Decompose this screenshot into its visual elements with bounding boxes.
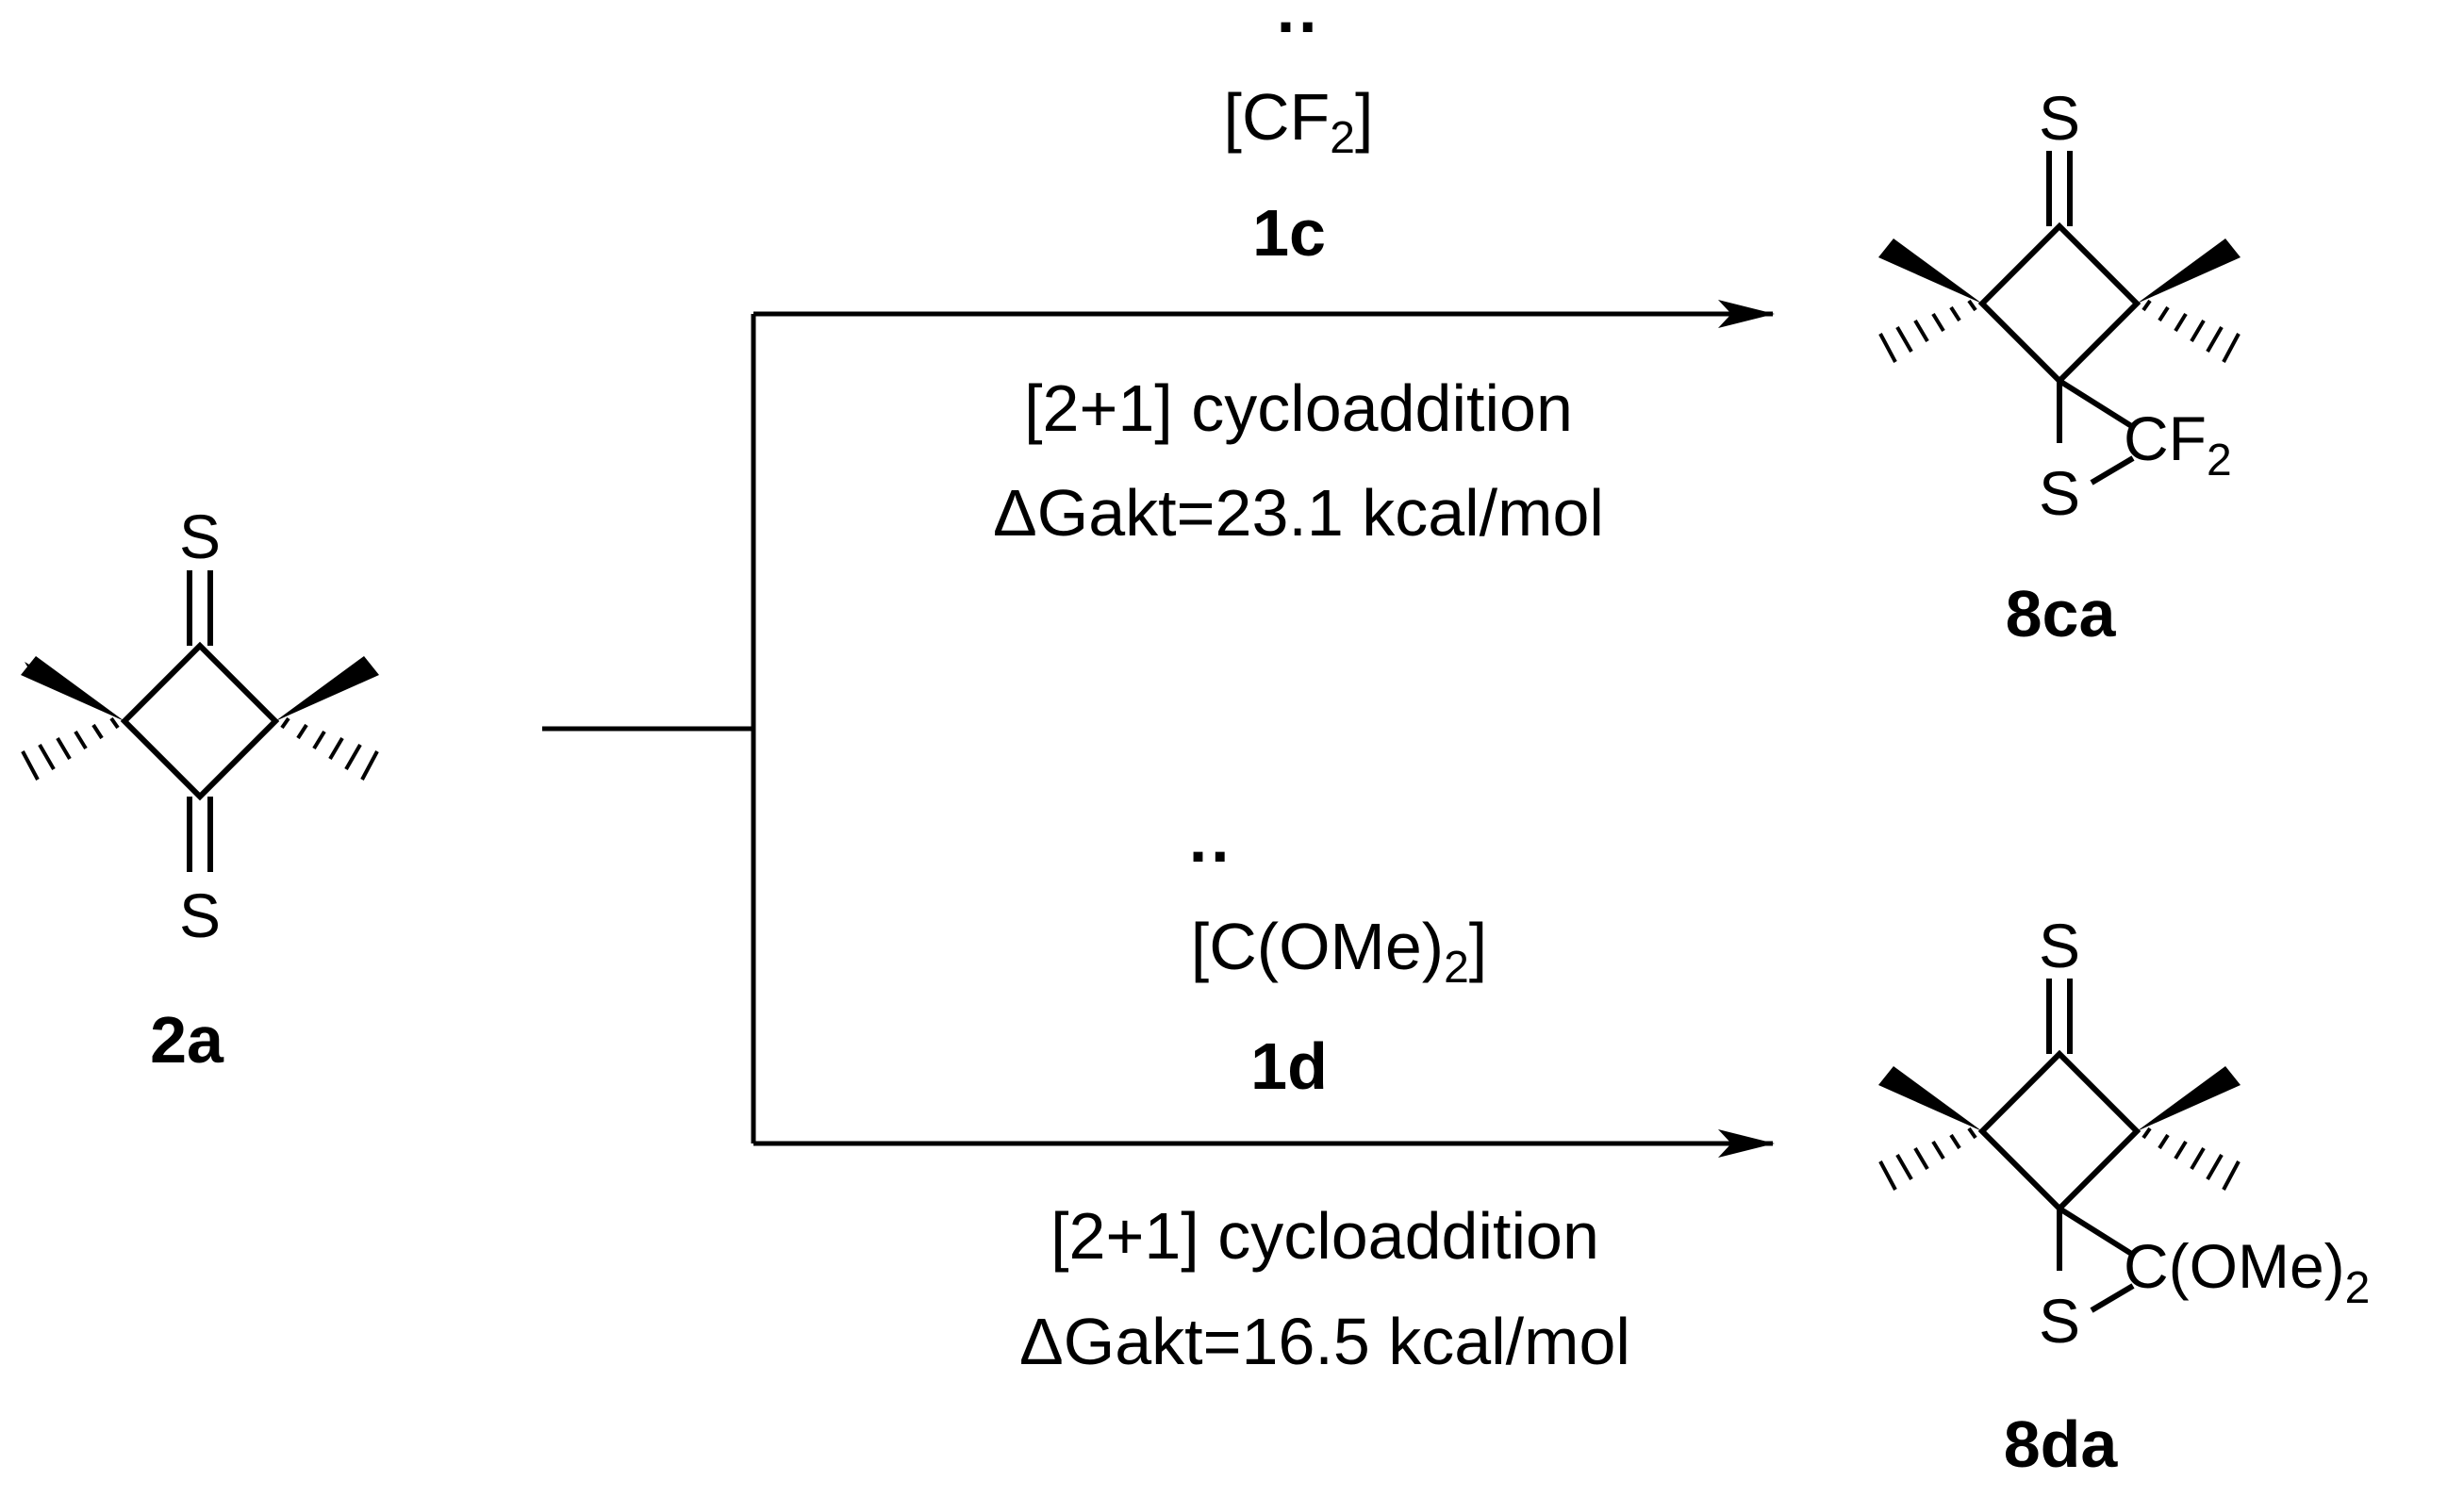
cyclobutane-ring — [120, 641, 280, 801]
reactant-s-top: S — [179, 502, 221, 571]
product-8ca-ring-s: S — [2039, 458, 2080, 528]
product-8da-hashed-right — [2142, 1127, 2241, 1191]
reactant-label: 2a — [150, 1003, 224, 1077]
wedge-methyl-left-fill — [21, 656, 124, 721]
product-8da-wedge-left — [1878, 1066, 1982, 1131]
upper-reagent-label: 1c — [1252, 196, 1326, 270]
lower-reagent-lone-pair: ·· — [1189, 819, 1233, 893]
product-8da-c-ome2: C(OMe)2 — [2124, 1231, 2370, 1313]
reactant-s-bottom: S — [179, 880, 221, 950]
hashed-methyl-left — [21, 716, 120, 781]
hashed-methyl-right — [280, 716, 379, 781]
wedge-methyl-right — [275, 656, 379, 721]
product-8ca-thione-s: S — [2039, 83, 2080, 153]
upper-reagent-formula: [CF2] — [1224, 80, 1374, 163]
lower-reagent-label: 1d — [1250, 1029, 1328, 1103]
product-8ca-ring — [1977, 222, 2142, 386]
product-8da-thione-s: S — [2039, 911, 2080, 980]
product-8ca-label: 8ca — [2006, 577, 2117, 650]
product-8ca-wedge-left — [1878, 239, 1982, 304]
product-8ca-thiirane-c-cf2 — [2058, 378, 2135, 430]
product-8da-structure — [1878, 979, 2241, 1313]
product-8ca-thiirane-s-cf2 — [2090, 455, 2135, 485]
product-8ca-hashed-right — [2142, 299, 2241, 363]
branch-connector — [542, 314, 756, 1143]
product-8da-thiirane-c-c — [2058, 1206, 2135, 1258]
product-8da-ring — [1977, 1049, 2142, 1213]
lower-condition-line1: [2+1] cycloaddition — [1050, 1199, 1599, 1273]
product-8ca-wedge-right — [2137, 239, 2241, 304]
lower-condition-line2: ΔGakt=16.5 kcal/mol — [1019, 1305, 1630, 1378]
upper-condition-line1: [2+1] cycloaddition — [1024, 371, 1573, 445]
upper-reagent-lone-pair: ·· — [1277, 0, 1321, 63]
product-8da-thiirane-s-c — [2090, 1283, 2135, 1313]
product-8ca-hashed-left — [1878, 299, 1977, 363]
product-8ca-structure — [1878, 151, 2241, 485]
upper-condition-line2: ΔGakt=23.1 kcal/mol — [993, 476, 1604, 550]
product-8da-wedge-right — [2137, 1066, 2241, 1131]
reactant-2a-structure — [21, 570, 379, 872]
product-8ca-cf2: CF2 — [2124, 403, 2232, 485]
product-8da-hashed-left — [1878, 1127, 1977, 1191]
product-8da-label: 8da — [2004, 1407, 2119, 1481]
lower-reagent-formula: [C(OMe)2] — [1191, 910, 1487, 993]
product-8da-ring-s: S — [2039, 1286, 2080, 1356]
